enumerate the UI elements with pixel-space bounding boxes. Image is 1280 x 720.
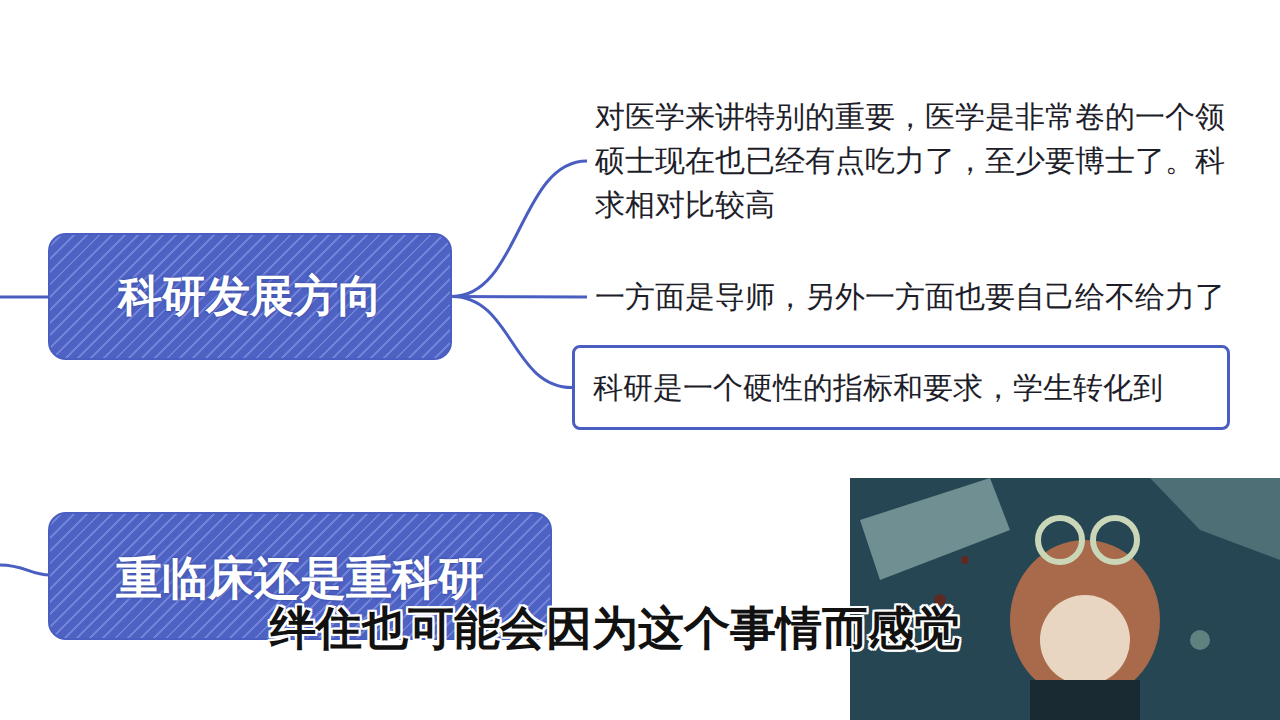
branch-connector: [452, 297, 572, 388]
node-text: 科研发展方向: [118, 267, 382, 326]
parent-link: [0, 565, 50, 575]
node-text: 科研是一个硬性的指标和要求，学生转化到: [593, 366, 1163, 410]
node-text: 重临床还是重科研: [116, 548, 484, 610]
node-text: 一方面是导师，另外一方面也要自己给不给力了: [595, 275, 1225, 319]
branch-connector: [452, 161, 587, 297]
parent-link: [0, 296, 50, 299]
video-overlay: [850, 478, 1280, 720]
branch-connector: [452, 295, 587, 299]
leaf-text: 对医学来讲特别的重要，医学是非常卷的一个领 硕士现在也已经有点吃力了，至少要博士…: [595, 95, 1247, 227]
leaf-text: 一方面是导师，另外一方面也要自己给不给力了: [595, 275, 1225, 319]
subtitle: 绊住也可能会因为这个事情而感觉: [270, 600, 960, 656]
topic-box: 科研发展方向: [48, 233, 452, 360]
node-text: 对医学来讲特别的重要，医学是非常卷的一个领 硕士现在也已经有点吃力了，至少要博士…: [595, 95, 1247, 227]
leaf-box: 科研是一个硬性的指标和要求，学生转化到: [572, 345, 1230, 430]
